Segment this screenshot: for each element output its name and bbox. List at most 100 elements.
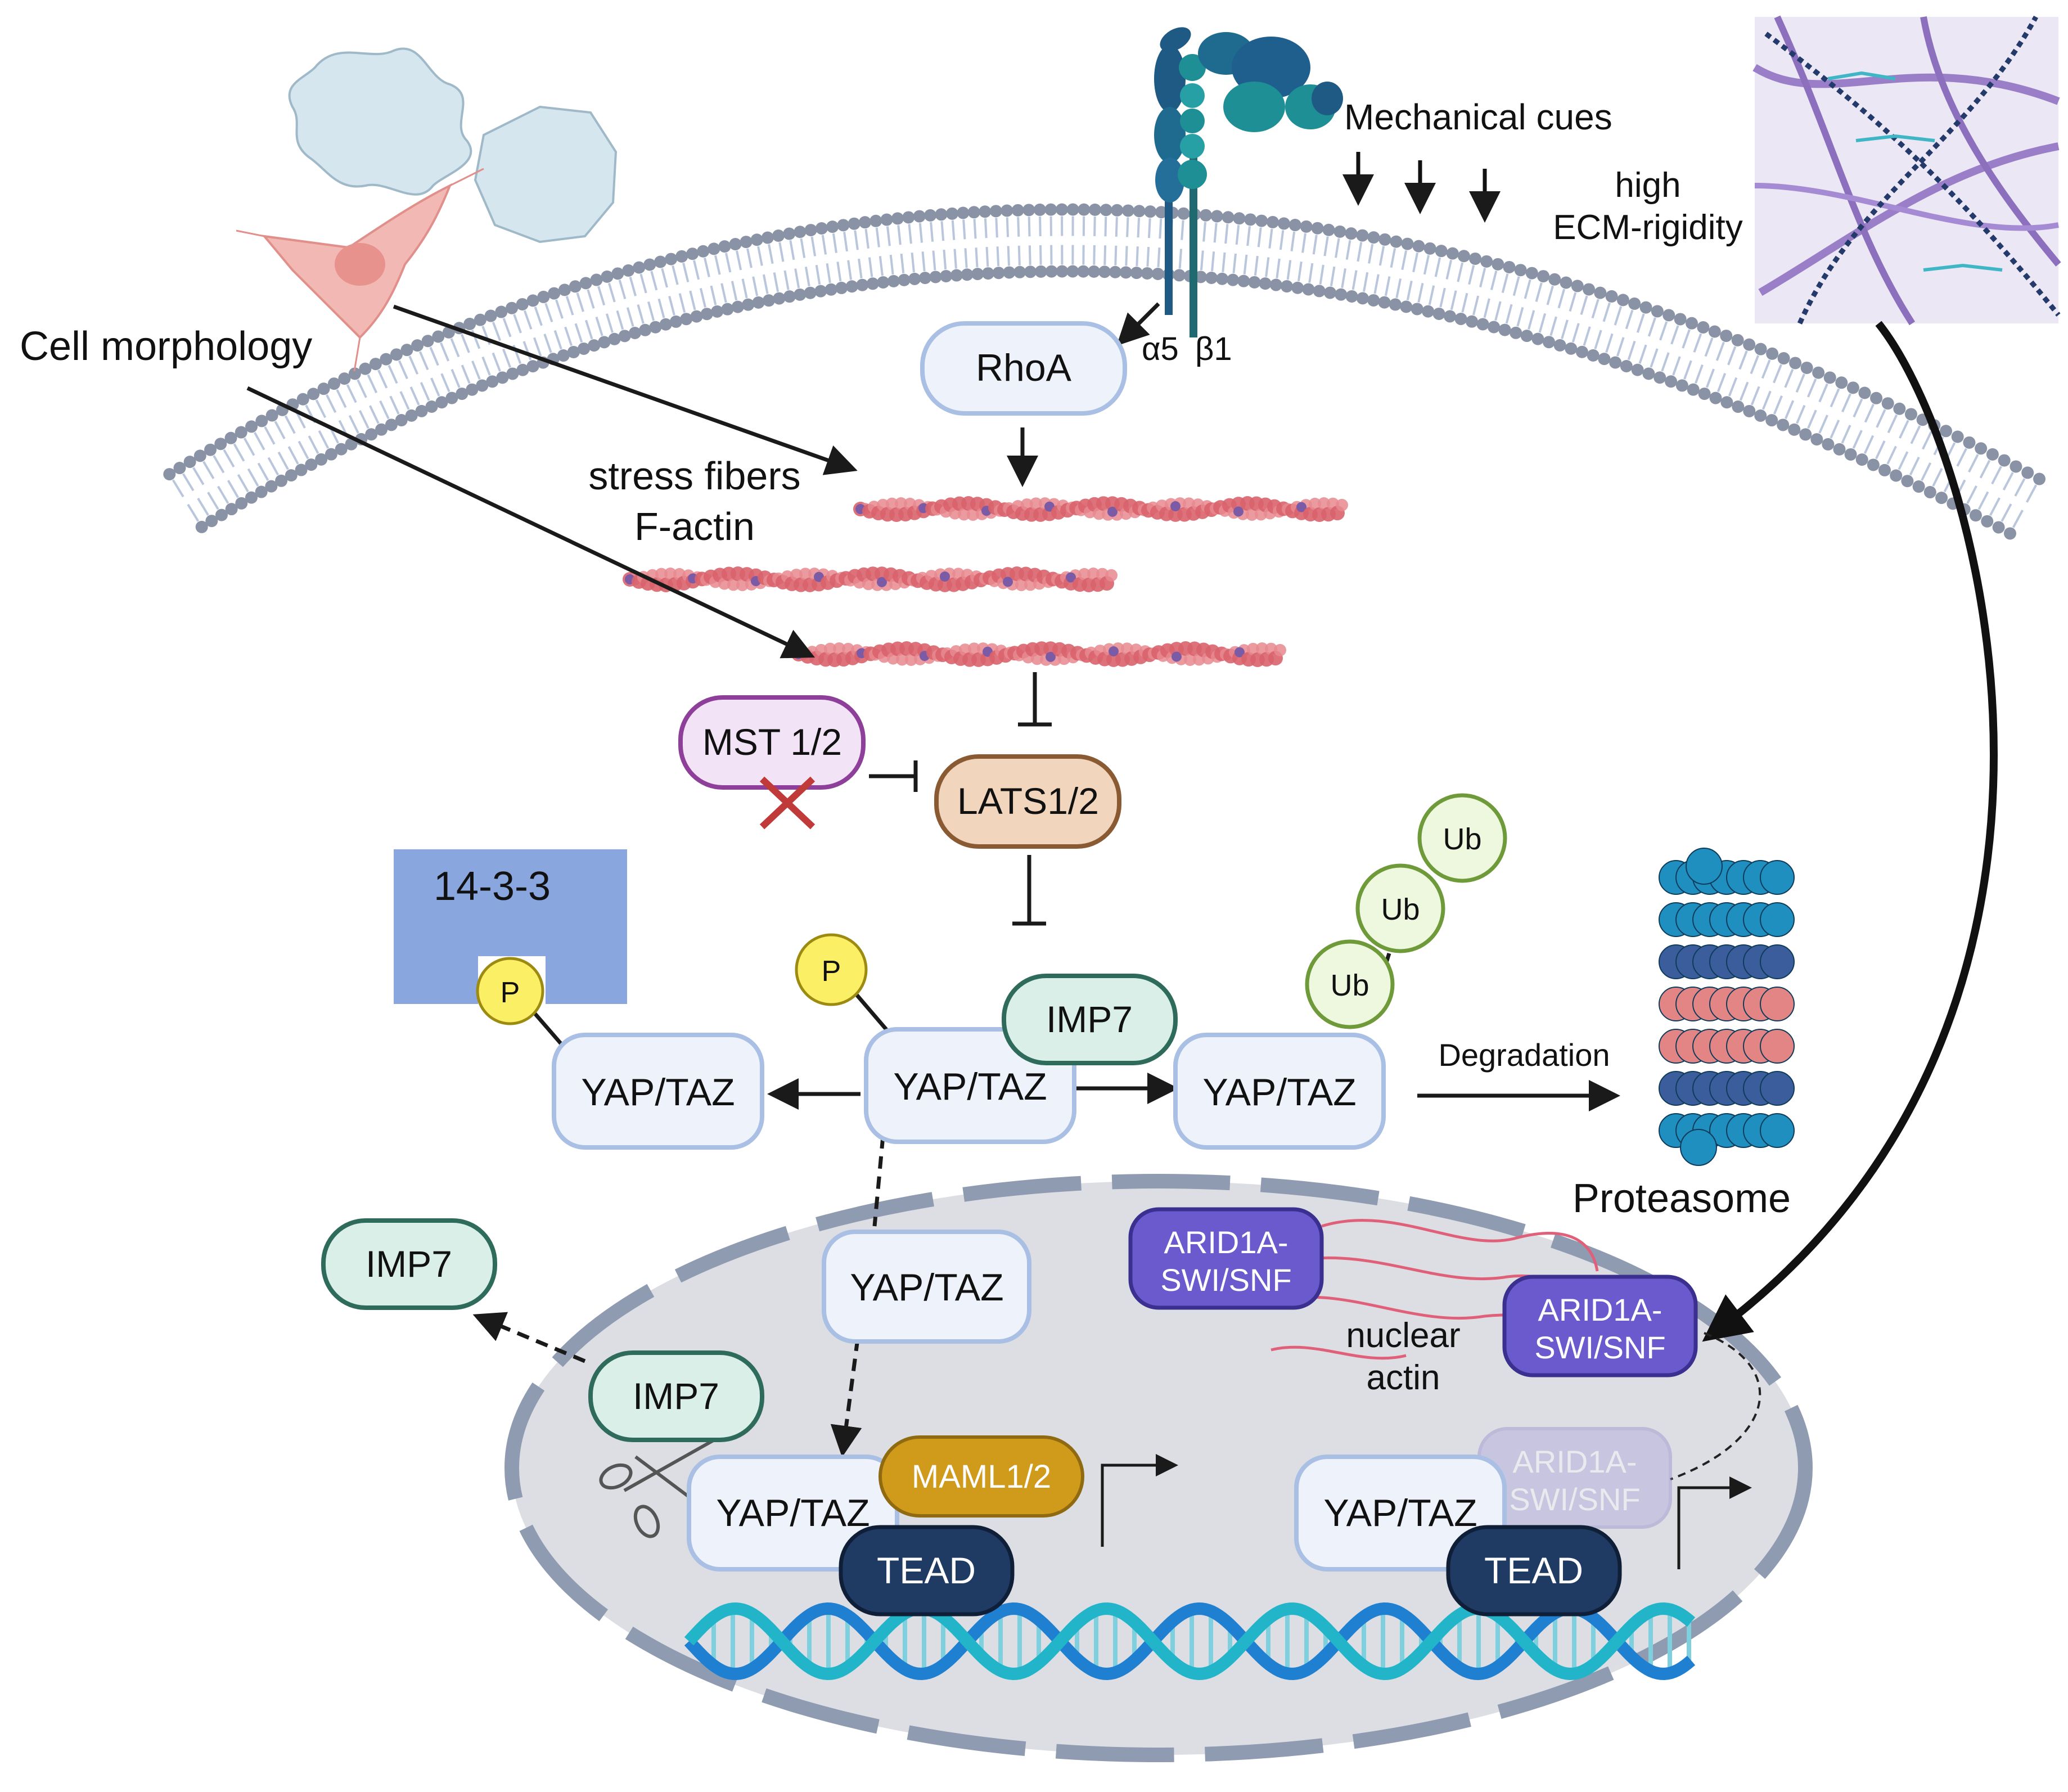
lipid-head [1912, 480, 1925, 493]
lipid-tail [1268, 228, 1273, 249]
lipid-tail [318, 430, 330, 449]
lipid-tail [1017, 245, 1021, 265]
imp7-node-nuclear: IMP7 [588, 1350, 764, 1442]
lipid-head [1098, 265, 1111, 278]
lipid-head [1720, 330, 1733, 343]
lipid-tail [1887, 414, 1898, 434]
tead-node-right: TEAD [1446, 1525, 1622, 1617]
lipid-head [1514, 264, 1527, 277]
lipid-head [2003, 527, 2016, 540]
lipid-head [380, 353, 393, 366]
cell-membrane [163, 203, 2046, 540]
lipid-tail [1246, 226, 1251, 246]
lipid-head [1313, 285, 1326, 298]
spread-cell-icon [236, 168, 484, 372]
lipid-head [1155, 206, 1168, 219]
mst-node: MST 1/2 [678, 695, 866, 790]
lipid-head [1151, 268, 1164, 281]
lipid-head [794, 226, 807, 238]
lipid-tail [1818, 415, 1828, 434]
lipid-tail [1297, 261, 1303, 282]
lipid-tail [522, 341, 532, 361]
lipid-tail [207, 492, 219, 510]
mechanical-cue-arrows [1342, 152, 1501, 223]
svg-text:IMP7: IMP7 [1046, 998, 1133, 1040]
lipid-head [961, 268, 974, 281]
lipid-head [265, 480, 278, 493]
lipid-head [1812, 366, 1825, 379]
proteasome-label: Proteasome [1573, 1176, 1791, 1221]
lipid-tail [984, 218, 988, 238]
proteasome-subunit [1760, 944, 1795, 979]
lipid-head [1488, 321, 1501, 334]
lipid-head [1200, 209, 1213, 222]
lipid-head [225, 503, 238, 516]
lipid-head [1130, 267, 1143, 280]
lipid-tail [1516, 307, 1524, 327]
lipid-tail [534, 307, 543, 326]
lipid-head [1766, 347, 1779, 360]
lipid-head [898, 273, 911, 286]
lipid-head [1237, 274, 1250, 287]
lipid-tail [710, 285, 717, 305]
lipid-head [195, 520, 208, 533]
lipid-head [1194, 271, 1207, 283]
lipid-tail [502, 318, 512, 337]
lipid-tail [2001, 503, 2012, 522]
lipid-tail [217, 485, 229, 504]
lipid-head [2033, 472, 2046, 485]
lipid-head [1777, 352, 1790, 365]
proteasome-subunit [1760, 1113, 1795, 1148]
proteasome-subunit [1760, 987, 1795, 1021]
lipid-head [1024, 265, 1037, 278]
lipid-tail [1683, 360, 1692, 380]
lipid-head [327, 377, 340, 390]
lipid-head [537, 290, 550, 303]
lipid-head [601, 270, 614, 283]
lipid-head [1333, 225, 1346, 238]
lipid-head [1844, 448, 1857, 461]
svg-text:LATS1/2: LATS1/2 [957, 780, 1099, 822]
lipid-tail [973, 219, 977, 239]
lipid-tail [1830, 420, 1840, 439]
lipid-tail [264, 426, 276, 445]
lipid-head [1133, 205, 1146, 218]
lipid-tail [1417, 283, 1424, 303]
dna-helix [684, 1602, 1696, 1681]
lipid-tail [543, 334, 552, 353]
lipid-head [1335, 288, 1348, 301]
lipid-head [1266, 215, 1279, 228]
lipid-head [628, 327, 641, 340]
lipid-head [445, 391, 458, 404]
lipid-tail [832, 233, 837, 253]
lipid-head [1881, 397, 1894, 410]
lipid-tail [1784, 368, 1794, 388]
lipid-tail [1841, 425, 1851, 444]
lipid-head [1583, 283, 1596, 296]
svg-text:MAML1/2: MAML1/2 [912, 1458, 1051, 1495]
lipid-head [611, 267, 624, 280]
lipid-tail [657, 298, 665, 318]
lipid-tail [1561, 319, 1569, 339]
lipid-tail [1235, 224, 1240, 245]
lipid-tail [731, 281, 738, 301]
yaptaz-node-nuclear-right: YAP/TAZ [1294, 1455, 1507, 1572]
dashed-edges [472, 1136, 885, 1457]
lipid-tail [409, 386, 420, 406]
lipid-head [1788, 423, 1801, 436]
lipid-tail [502, 348, 512, 368]
lipid-tail [1017, 217, 1020, 237]
proteasome-subunit [1680, 1129, 1717, 1166]
lipid-head [837, 219, 850, 232]
lipid-tail [951, 220, 956, 240]
lipid-tail [471, 361, 481, 380]
lipid-tail [794, 268, 800, 289]
lipid-head [913, 210, 926, 223]
yaptaz-node-left: YAP/TAZ [552, 1033, 764, 1150]
lipid-head [1743, 338, 1756, 351]
lipid-tail [597, 286, 606, 306]
lipid-head [1411, 303, 1423, 316]
lipid-head [1109, 265, 1121, 278]
lipid-head [1013, 265, 1026, 278]
lipid-tail [847, 260, 853, 280]
